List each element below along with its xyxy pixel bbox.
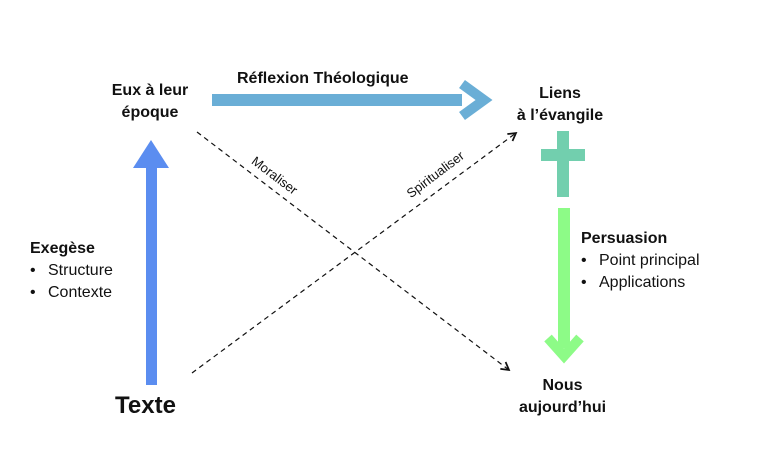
exegese-item: Contexte [30,282,150,304]
node-nous-line2: aujourd’hui [518,399,607,416]
node-texte: Texte [115,392,176,419]
persuasion-block: Persuasion Point principal Applications [581,228,771,294]
reflexion-theologique-arrow [212,79,493,121]
node-liens-a-levangile: Liens à l’évangile [495,83,625,127]
moraliser-label: Moraliser [249,153,301,198]
persuasion-item: Point principal [581,250,771,272]
node-liens-line1: Liens [539,85,581,102]
node-eux-a-leur-epoque: Eux à leur époque [95,80,205,124]
persuasion-arrow [544,208,584,364]
exegese-block: Exegèse Structure Contexte [30,238,150,304]
exegese-arrow [133,140,169,385]
exegese-item: Structure [30,260,150,282]
reflexion-theologique-label: Réflexion Théologique [237,70,409,87]
spiritualiser-dashed-arrow [191,131,518,374]
node-eux-line2: époque [121,104,179,121]
exegese-title: Exegèse [30,240,95,257]
node-liens-line2: à l’évangile [516,107,604,124]
exegese-list: Structure Contexte [30,260,150,304]
cross-icon [541,131,585,197]
node-nous-aujourdhui: Nous aujourd’hui [500,375,625,419]
persuasion-item: Applications [581,272,771,294]
moraliser-dashed-arrow [196,131,511,372]
node-nous-line1: Nous [542,377,583,394]
spiritualiser-label: Spiritualiser [404,148,468,201]
persuasion-title: Persuasion [581,230,668,247]
persuasion-list: Point principal Applications [581,250,771,294]
node-eux-line1: Eux à leur [111,82,189,99]
